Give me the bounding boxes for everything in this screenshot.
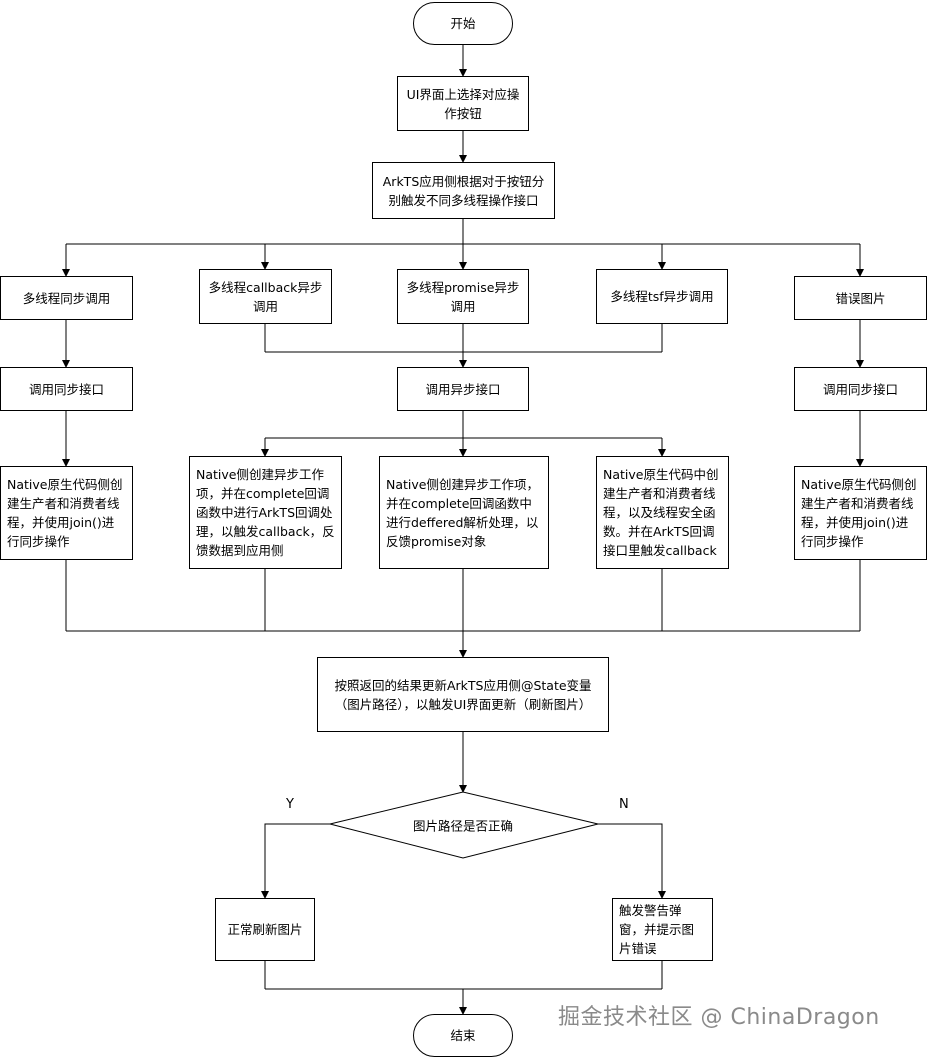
yes-label: Y <box>286 797 294 812</box>
update-state-step: 按照返回的结果更新ArkTS应用侧@State变量（图片路径），以触发UI界面更… <box>317 657 609 732</box>
alert-error-step: 触发警告弹窗，并提示图片错误 <box>612 898 713 961</box>
async-interface-step: 调用异步接口 <box>397 367 529 411</box>
native-tsf-step: Native原生代码中创建生产者和消费者线程，以及线程安全函数。并在ArkTS回… <box>596 456 729 569</box>
callback-async-step: 多线程callback异步调用 <box>199 269 332 324</box>
promise-async-step: 多线程promise异步调用 <box>397 269 529 324</box>
sync-interface-left-step: 调用同步接口 <box>0 367 133 411</box>
no-label: N <box>619 797 629 812</box>
native-sync-right-step: Native原生代码侧创建生产者和消费者线程，并使用join()进行同步操作 <box>794 466 927 560</box>
decision-label: 图片路径是否正确 <box>412 818 514 834</box>
tsf-async-step: 多线程tsf异步调用 <box>596 269 728 324</box>
sync-call-left-step: 多线程同步调用 <box>0 276 133 320</box>
select-button-step: UI界面上选择对应操作按钮 <box>397 76 529 131</box>
sync-interface-right-step: 调用同步接口 <box>794 367 927 411</box>
error-image-step: 错误图片 <box>794 276 927 320</box>
refresh-ok-step: 正常刷新图片 <box>215 898 315 961</box>
native-promise-step: Native侧创建异步工作项，并在complete回调函数中进行deffered… <box>379 456 549 569</box>
native-sync-left-step: Native原生代码侧创建生产者和消费者线程，并使用join()进行同步操作 <box>0 466 133 560</box>
watermark: 掘金技术社区 @ ChinaDragon <box>558 1005 880 1030</box>
decision-diamond <box>329 791 599 859</box>
end-node: 结束 <box>413 1014 513 1057</box>
start-node: 开始 <box>413 2 513 45</box>
arkts-trigger-step: ArkTS应用侧根据对于按钮分别触发不同多线程操作接口 <box>372 162 555 219</box>
native-callback-step: Native侧创建异步工作项，并在complete回调函数中进行ArkTS回调处… <box>189 456 342 569</box>
